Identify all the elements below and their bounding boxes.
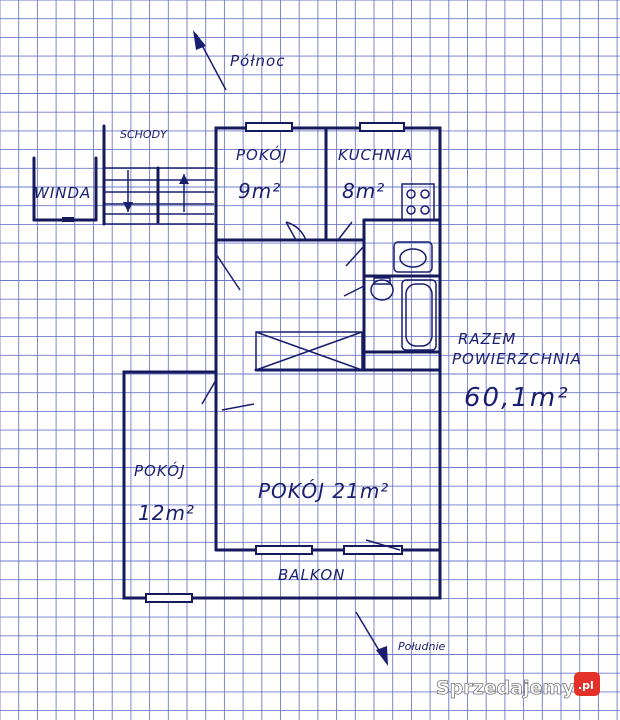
elevator-label: WINDA [34,184,91,202]
room-main-label: POKÓJ 21m² [258,479,389,503]
balcony-name: BALKON [278,566,345,584]
room-left-area: 12m² [138,501,195,525]
watermark-suffix: .pl [578,679,594,692]
hallway-wardrobe [255,331,363,371]
balcony-doors [255,539,403,555]
staircase [102,124,214,226]
toilet-icon [370,277,394,301]
outer-walls [122,126,442,600]
north-arrow-icon [193,30,227,91]
room-left-name: POKÓJ [134,461,186,480]
room-top-left-area: 9m² [238,179,281,203]
total-area-value: 60,1m² [464,383,570,413]
bathtub-icon [401,279,437,351]
north-label: Północ [230,52,285,70]
door-swings [201,221,365,411]
elevator-shaft [32,156,98,222]
kitchen-area: 8m² [342,179,385,203]
total-label-line1: RAZEM [458,330,516,348]
stairs-label: SCHODY [120,128,168,141]
washbasin-icon [393,241,433,273]
south-label: Południe [398,640,446,653]
south-arrow-icon [355,611,388,666]
total-label-line2: POWIERZCHNIA [452,350,582,368]
watermark-logo: Sprzedajemy .pl [436,672,600,699]
kitchen-name: KUCHNIA [338,146,413,164]
watermark-brand: Sprzedajemy [436,677,575,699]
room-top-left-name: POKÓJ [236,145,288,164]
stove-icon [401,183,435,221]
windows [145,122,405,603]
